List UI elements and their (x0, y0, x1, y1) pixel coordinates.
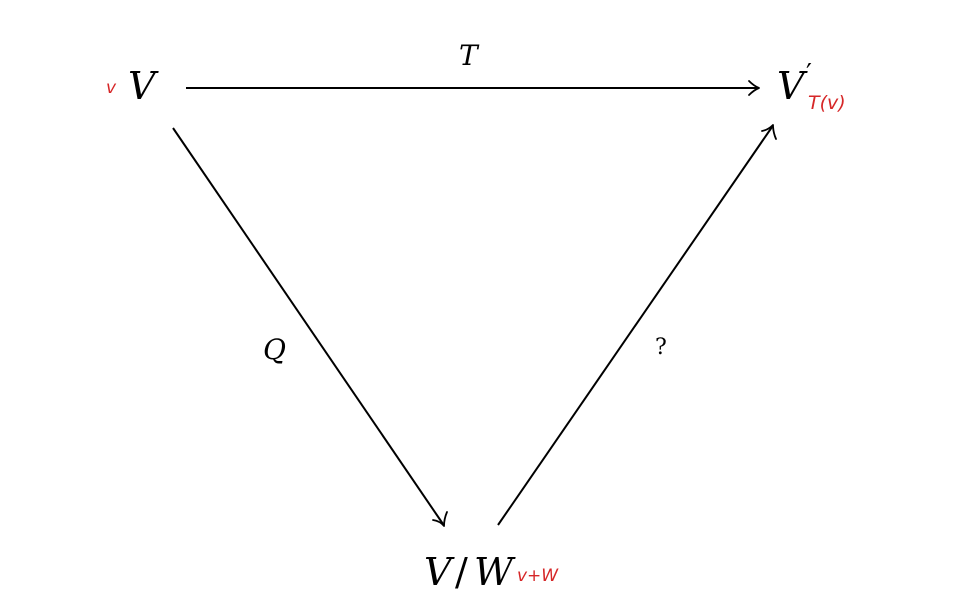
arrow-unknown-label: ? (655, 335, 667, 360)
arrow-q-head (432, 511, 448, 527)
node-v-prime: V ′ T(v) (777, 59, 846, 114)
arrow-q-label: Q (263, 333, 286, 366)
arrow-unknown-shaft (497, 126, 773, 526)
arrow-unknown (497, 124, 777, 526)
arrow-t (186, 80, 760, 96)
arrow-t-label: T (459, 39, 480, 72)
quotient-slash: / (455, 550, 468, 594)
prime-mark: ′ (806, 59, 812, 89)
element-v-plus-w: v+W (517, 566, 559, 586)
element-v: v (106, 78, 117, 98)
node-v-prime-label: V (777, 64, 808, 108)
element-t-of-v: T(v) (808, 92, 846, 114)
node-quotient: V / W v+W (424, 550, 559, 594)
node-v: v V (106, 64, 159, 108)
arrow-t-head (748, 80, 760, 96)
arrow-unknown-head (761, 124, 777, 140)
quotient-v-label: V (424, 550, 455, 594)
node-v-label: V (128, 64, 159, 108)
arrow-q-shaft (172, 127, 444, 525)
arrow-q (172, 127, 448, 527)
quotient-w-label: W (474, 550, 516, 594)
